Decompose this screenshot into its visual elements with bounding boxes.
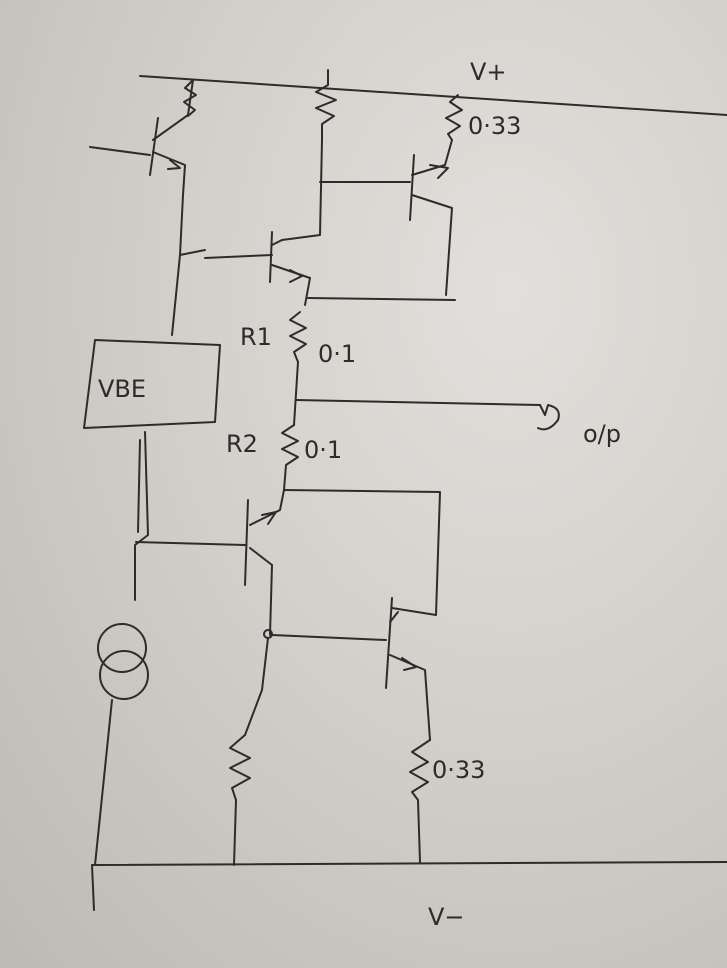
resistor-bottom-left [229,734,251,866]
wire-collector-join [307,297,456,301]
resistor-bottom-right [409,739,431,863]
wire-left-input-extra [137,439,141,533]
wire-input-to-driver [179,194,206,256]
vbe-label: VBE [98,375,146,403]
output-arrow-icon [537,404,560,431]
wire-driver-emitter-to-r1 [304,277,311,306]
v-plus-label: V+ [470,58,507,86]
output-label: o/p [583,420,621,448]
driver-npn-transistor [204,231,311,283]
r2-value: 0·1 [304,436,342,464]
wire-top-middle-down [281,139,323,241]
r1-value: 0·1 [318,340,356,368]
wire-r1-to-r2 [293,361,299,426]
top-emitter-resistor-value: 0·33 [468,112,521,140]
v-plus-rail [139,75,727,116]
r1-label: R1 [240,323,272,351]
vbe-box [83,339,221,429]
resistor-r2 [281,424,299,491]
current-source-icon [97,623,149,700]
wire-r2-to-bottom-driver [283,489,441,616]
wire-source-to-rail [94,699,113,866]
input-transistor [89,79,194,196]
bottom-driver-transistor [135,489,285,636]
wire-left-down-to-vbe [171,254,181,336]
wire-vbe-to-source [134,431,149,601]
v-minus-left-drop [91,864,95,911]
resistor-top-right [445,94,463,141]
v-minus-label: V− [428,903,465,931]
v-minus-rail [91,861,727,866]
wire-output [295,399,541,406]
resistor-r1 [289,311,307,363]
resistor-top-left [183,79,197,117]
top-output-pnp-transistor [409,139,453,296]
wire-bottom-left-down [244,637,269,736]
bottom-emitter-resistor-value: 0·33 [432,756,485,784]
r2-label: R2 [226,430,258,458]
resistor-top-middle [315,69,337,141]
bottom-output-transistor [271,597,431,741]
